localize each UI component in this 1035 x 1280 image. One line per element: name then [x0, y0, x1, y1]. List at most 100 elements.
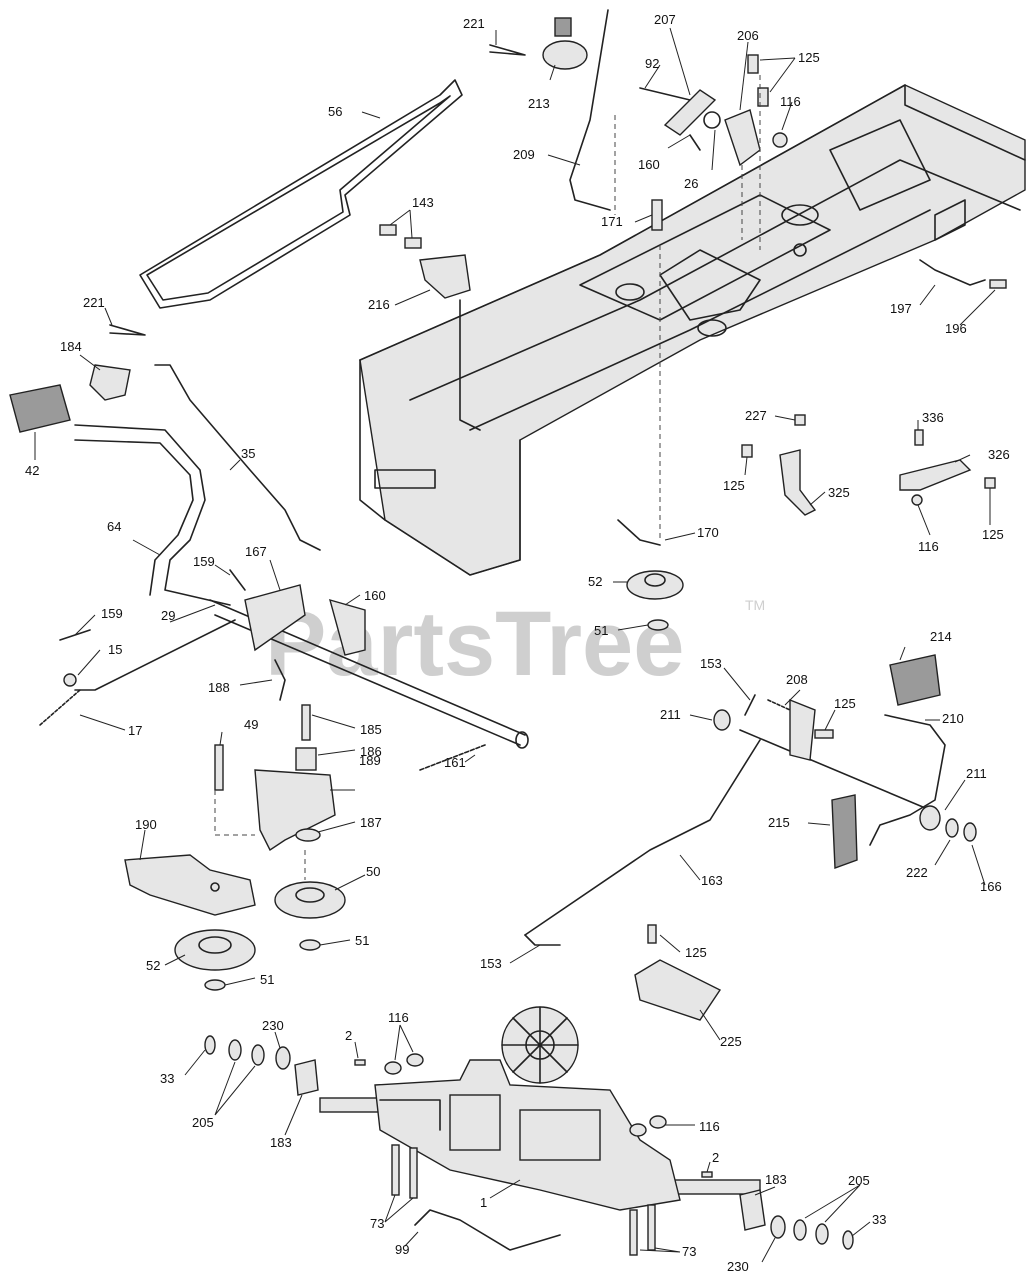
callout-label: 52	[588, 574, 602, 589]
callout-label: 211	[660, 707, 681, 722]
rod-35	[154, 364, 321, 551]
nut-51-a	[299, 939, 321, 951]
callout-label: 215	[768, 815, 790, 830]
callout-label: 207	[654, 12, 676, 27]
callout-label: 196	[945, 321, 967, 336]
knob-insert	[554, 17, 572, 37]
bolt-125-d	[984, 477, 996, 489]
callout-label: 92	[645, 56, 659, 71]
callout-label: 216	[368, 297, 390, 312]
key-2-b	[701, 1171, 713, 1178]
callout-label: 185	[360, 722, 382, 737]
clip-160	[689, 134, 701, 151]
washer-222	[945, 818, 959, 838]
washer-205-a	[228, 1039, 242, 1061]
callout-label: 208	[786, 672, 808, 687]
callout-label: 15	[108, 642, 122, 657]
washer-205-c	[793, 1219, 807, 1241]
arm-29	[74, 619, 236, 691]
callout-label: 221	[463, 16, 485, 31]
bearing-183-b	[739, 1189, 766, 1231]
bracket-325	[779, 449, 817, 516]
washer-166	[963, 822, 977, 842]
callout-label: 125	[798, 50, 820, 65]
chassis-frame	[359, 84, 1026, 576]
bolt-73-b	[409, 1147, 418, 1199]
pulley-52-upper-hub	[644, 573, 666, 587]
clip-153-b	[524, 934, 561, 946]
clip-153	[744, 694, 756, 716]
pulley-50	[274, 881, 346, 919]
bracket-167	[244, 584, 306, 652]
callout-label: 227	[745, 408, 767, 423]
washer-230-a	[275, 1046, 291, 1070]
bolt-125-f	[647, 924, 657, 944]
callout-label: 205	[192, 1115, 214, 1130]
clip-33-a	[204, 1035, 216, 1055]
bolt-73-d	[647, 1204, 656, 1251]
callout-label: 125	[834, 696, 856, 711]
pin-159b	[229, 569, 246, 591]
bolt-73-c	[629, 1209, 638, 1256]
shift-rod	[569, 9, 611, 211]
callout-label: 49	[244, 717, 258, 732]
callout-label: 159	[193, 554, 215, 569]
callout-label: 17	[128, 723, 142, 738]
lever-207	[663, 89, 717, 136]
callout-label: 1	[480, 1195, 487, 1210]
bracket-326	[899, 459, 972, 491]
callout-label: 153	[480, 956, 502, 971]
nut-51-b	[204, 979, 226, 991]
bolt-185	[301, 704, 311, 741]
callout-label: 56	[328, 104, 342, 119]
callout-label: 52	[146, 958, 160, 973]
washer-187	[295, 828, 321, 842]
bolt-125-c	[741, 444, 753, 458]
callout-label: 170	[697, 525, 719, 540]
pedal-pad-215	[831, 794, 858, 869]
callout-label: 209	[513, 147, 535, 162]
lift-lever-64	[74, 424, 231, 606]
callout-label: 33	[160, 1071, 174, 1086]
pedal-pad-214	[889, 654, 941, 706]
callout-label: 125	[723, 478, 745, 493]
callout-label: 2	[712, 1150, 719, 1165]
spring-26	[703, 111, 721, 129]
knob-184	[89, 364, 131, 401]
bracket-225	[634, 959, 722, 1021]
nut-116	[772, 132, 788, 148]
callout-label: 206	[737, 28, 759, 43]
callout-label: 225	[720, 1034, 742, 1049]
rod-163	[524, 739, 761, 936]
spring-170	[617, 519, 661, 546]
spacer-186	[295, 747, 317, 771]
lift-lever-64-edge	[74, 439, 194, 596]
callout-label: 166	[980, 879, 1002, 894]
spring-208	[767, 699, 791, 711]
callout-label: 51	[355, 933, 369, 948]
hairpin-clip	[489, 44, 526, 56]
pulley-50-hub	[295, 887, 325, 903]
nut-51-c	[647, 619, 669, 631]
pulley-52-lower	[174, 929, 256, 971]
bearing-183-a	[294, 1059, 319, 1096]
callout-label: 116	[388, 1010, 409, 1025]
callout-label: 116	[918, 539, 939, 554]
bushing-211-b	[919, 805, 941, 831]
callout-label: 51	[260, 972, 274, 987]
callout-label: 33	[872, 1212, 886, 1227]
bolt-196	[989, 279, 1007, 289]
washer-15	[63, 673, 77, 687]
callout-label: 211	[966, 766, 987, 781]
bolt-125-b	[757, 87, 769, 107]
callout-label: 29	[161, 608, 175, 623]
callout-label: 50	[366, 864, 380, 879]
watermark-tm: TM	[745, 597, 765, 613]
callout-label: 160	[364, 588, 386, 603]
spring-17	[39, 689, 81, 726]
bolt-143-b	[404, 237, 422, 249]
bracket-216	[419, 254, 471, 299]
callout-label: 183	[270, 1135, 292, 1150]
bracket-206	[724, 109, 761, 167]
bolt-125-e	[814, 729, 834, 739]
